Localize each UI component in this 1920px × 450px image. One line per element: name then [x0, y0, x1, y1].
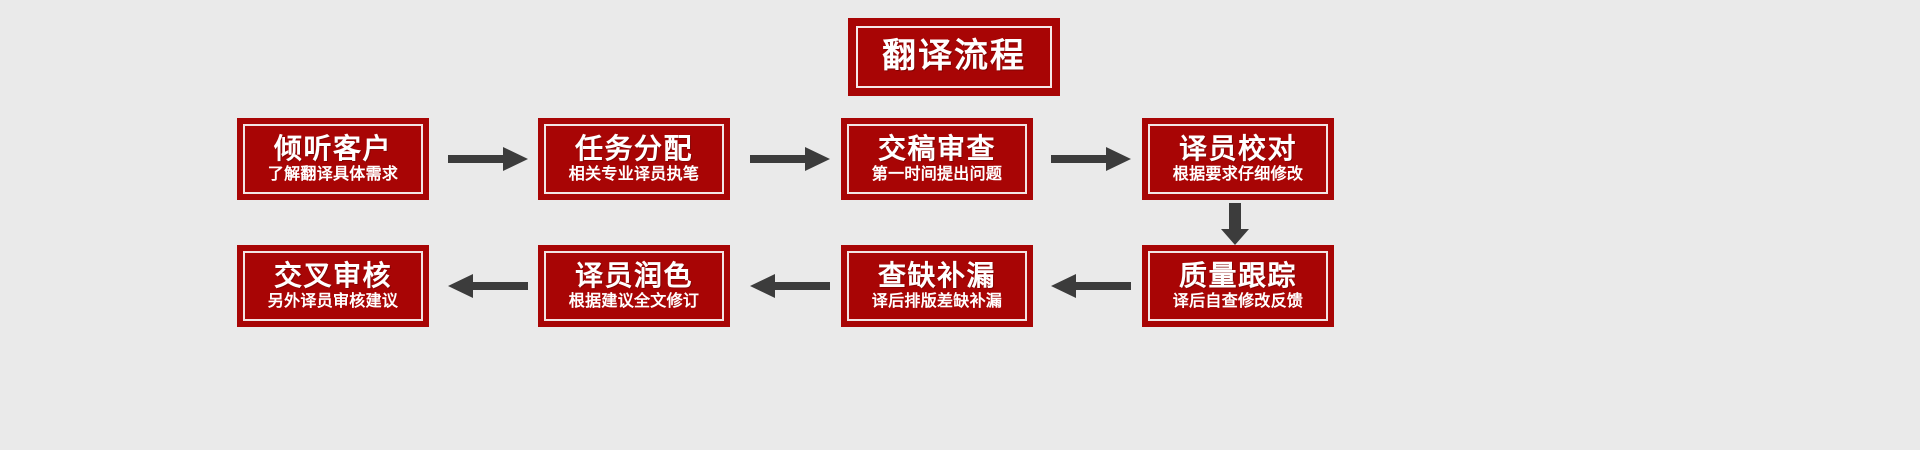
step-title: 质量跟踪 — [1178, 259, 1297, 291]
step-stack: 译员润色 根据建议全文修订 — [569, 261, 699, 311]
step-title: 译员校对 — [1178, 132, 1297, 164]
step-title: 倾听客户 — [273, 132, 392, 164]
step-stack: 质量跟踪 译后自查修改反馈 — [1173, 261, 1303, 311]
step-title: 交稿审查 — [877, 132, 996, 164]
step-box-8: 交叉审核 另外译员审核建议 — [237, 245, 429, 327]
step-subtitle: 相关专业译员执笔 — [568, 166, 700, 184]
step-stack: 任务分配 相关专业译员执笔 — [569, 134, 699, 184]
step-stack: 倾听客户 了解翻译具体需求 — [268, 134, 398, 184]
diagram-title: 翻译流程 — [882, 37, 1026, 76]
step-subtitle: 了解翻译具体需求 — [267, 166, 399, 184]
title-stack: 翻译流程 — [882, 37, 1026, 76]
step-box-4: 译员校对 根据要求仔细修改 — [1142, 118, 1334, 200]
step-subtitle: 第一时间提出问题 — [871, 166, 1003, 184]
step-title: 译员润色 — [574, 259, 693, 291]
step-stack: 交叉审核 另外译员审核建议 — [268, 261, 398, 311]
step-box-3: 交稿审查 第一时间提出问题 — [841, 118, 1033, 200]
step-stack: 译员校对 根据要求仔细修改 — [1173, 134, 1303, 184]
step-title: 交叉审核 — [273, 259, 392, 291]
step-subtitle: 另外译员审核建议 — [267, 293, 399, 311]
step-box-7: 译员润色 根据建议全文修订 — [538, 245, 730, 327]
arrow-right-icon — [448, 143, 528, 175]
step-subtitle: 译后排版差缺补漏 — [871, 293, 1003, 311]
step-subtitle: 根据要求仔细修改 — [1172, 166, 1304, 184]
step-title: 查缺补漏 — [877, 259, 996, 291]
arrow-left-icon — [1051, 270, 1131, 302]
step-subtitle: 译后自查修改反馈 — [1172, 293, 1304, 311]
arrow-right-icon — [750, 143, 830, 175]
arrow-right-icon — [1051, 143, 1131, 175]
step-box-5: 质量跟踪 译后自查修改反馈 — [1142, 245, 1334, 327]
arrow-left-icon — [448, 270, 528, 302]
arrow-down-icon — [1219, 203, 1251, 245]
step-title: 任务分配 — [574, 132, 693, 164]
step-stack: 查缺补漏 译后排版差缺补漏 — [872, 261, 1002, 311]
arrow-left-icon — [750, 270, 830, 302]
step-stack: 交稿审查 第一时间提出问题 — [872, 134, 1002, 184]
diagram-title-box: 翻译流程 — [848, 18, 1060, 96]
step-subtitle: 根据建议全文修订 — [568, 293, 700, 311]
step-box-2: 任务分配 相关专业译员执笔 — [538, 118, 730, 200]
step-box-1: 倾听客户 了解翻译具体需求 — [237, 118, 429, 200]
step-box-6: 查缺补漏 译后排版差缺补漏 — [841, 245, 1033, 327]
